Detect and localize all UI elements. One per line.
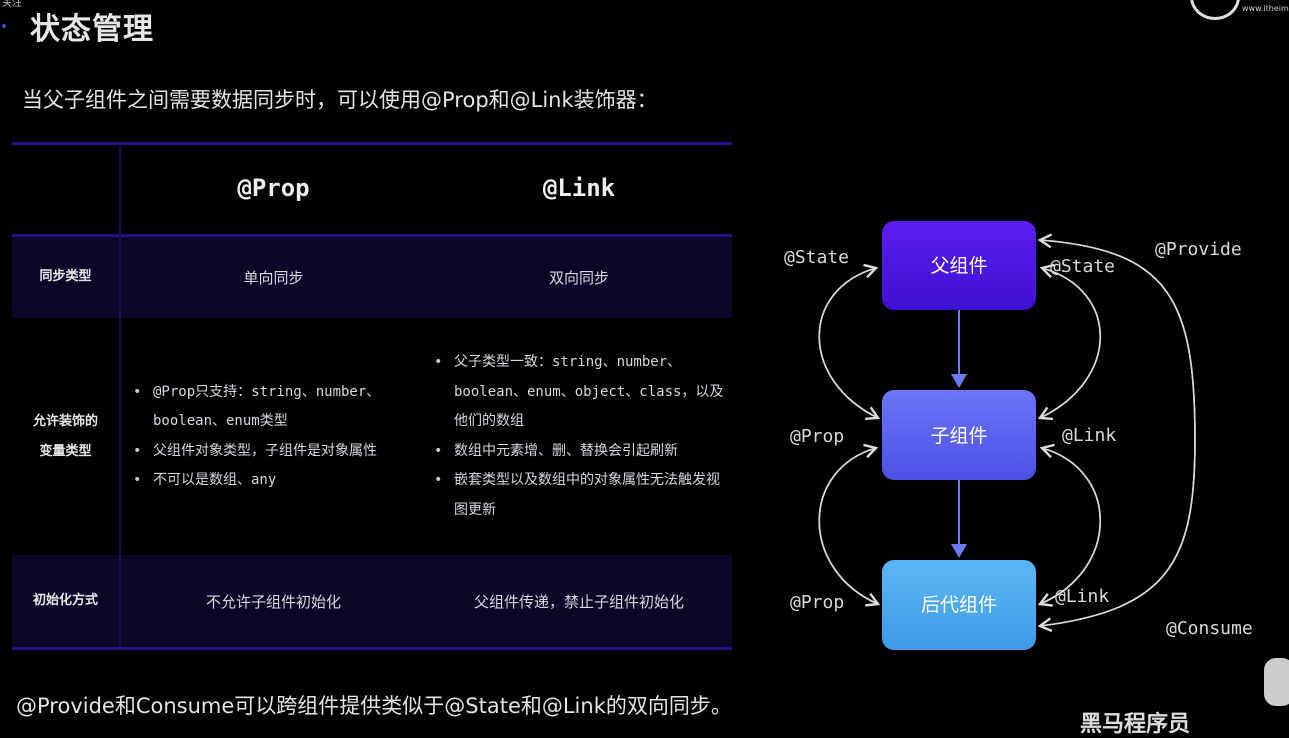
row-label-types: 允许装饰的变量类型: [32, 413, 98, 459]
prop-types-list: @Prop只支持：string、number、boolean、enum类型 父组…: [125, 378, 415, 496]
watermark-text: 黑马程序员: [1080, 712, 1191, 737]
row-init-bg: [12, 555, 732, 650]
prop-init: 不允许子组件初始化: [205, 592, 341, 611]
label-prop-2: @Prop: [790, 592, 844, 613]
table-divider: [12, 142, 732, 145]
slide-bullet-dot: [2, 24, 6, 28]
follow-overlay-text: 关注: [2, 0, 22, 9]
list-item: 数组中元素增、删、替换会引起刷新: [426, 437, 726, 467]
label-link-2: @Link: [1055, 586, 1109, 607]
arrow-link2: [1039, 443, 1101, 605]
link-types-list: 父子类型一致：string、number、boolean、enum、object…: [426, 348, 726, 525]
node-child: [882, 390, 1036, 480]
list-item: 父组件对象类型，子组件是对象属性: [125, 437, 415, 467]
label-provide: @Provide: [1155, 239, 1242, 260]
header-prop: @Prop: [237, 174, 310, 202]
state-flow-diagram: 父组件 子组件 后代组件 @State @State @Prop @Link @…: [784, 221, 1253, 650]
link-init: 父组件传递，禁止子组件初始化: [473, 592, 684, 611]
label-state-right: @State: [1050, 256, 1115, 277]
list-item: 父子类型一致：string、number、boolean、enum、object…: [426, 348, 726, 437]
node-child-label: 子组件: [930, 425, 987, 447]
logo-site-text: www.itheima: [1242, 4, 1289, 13]
column-divider: [119, 142, 121, 650]
node-parent-label: 父组件: [930, 255, 987, 277]
table-divider: [12, 647, 732, 650]
arrow-state-to-link: [1037, 267, 1101, 421]
table-divider: [12, 234, 732, 237]
node-descendant: [882, 560, 1036, 650]
arrow-link-to-state: [1039, 263, 1101, 419]
arrow-prop-to-state: [818, 263, 879, 419]
node-descendant-label: 后代组件: [921, 594, 997, 616]
node-parent: [882, 221, 1036, 310]
link-sync: 双向同步: [548, 268, 609, 287]
row-label-init: 初始化方式: [32, 593, 98, 608]
list-item: 不可以是数组、any: [125, 466, 415, 496]
comparison-table: @Prop @Link 同步类型 单向同步 双向同步 允许装饰的变量类型 @Pr…: [12, 142, 732, 650]
row-sync-bg: [12, 236, 732, 318]
prop-sync: 单向同步: [243, 268, 304, 287]
header-link: @Link: [542, 174, 616, 202]
slide-footer-note: @Provide和Consume可以跨组件提供类似于@State和@Link的双…: [16, 694, 732, 718]
player-overlay-icon[interactable]: [1264, 658, 1289, 706]
slide-intro: 当父子组件之间需要数据同步时，可以使用@Prop和@Link装饰器：: [22, 88, 658, 112]
label-consume: @Consume: [1166, 618, 1253, 639]
list-item: 嵌套类型以及数组中的对象属性无法触发视图更新: [426, 466, 726, 525]
row-label-sync: 同步类型: [39, 269, 92, 284]
label-state-left: @State: [784, 247, 849, 268]
list-item: @Prop只支持：string、number、boolean、enum类型: [125, 378, 415, 437]
arrow-link2-back: [1037, 447, 1101, 607]
arrow-prop2: [818, 443, 879, 605]
slide-title: 状态管理: [30, 12, 154, 47]
arrow-provide-to-consume: [1037, 239, 1196, 633]
arrow-prop2-back: [818, 447, 881, 607]
label-prop-1: @Prop: [790, 426, 844, 447]
arrow-state-to-prop: [818, 267, 881, 421]
label-link-1: @Link: [1062, 425, 1116, 446]
